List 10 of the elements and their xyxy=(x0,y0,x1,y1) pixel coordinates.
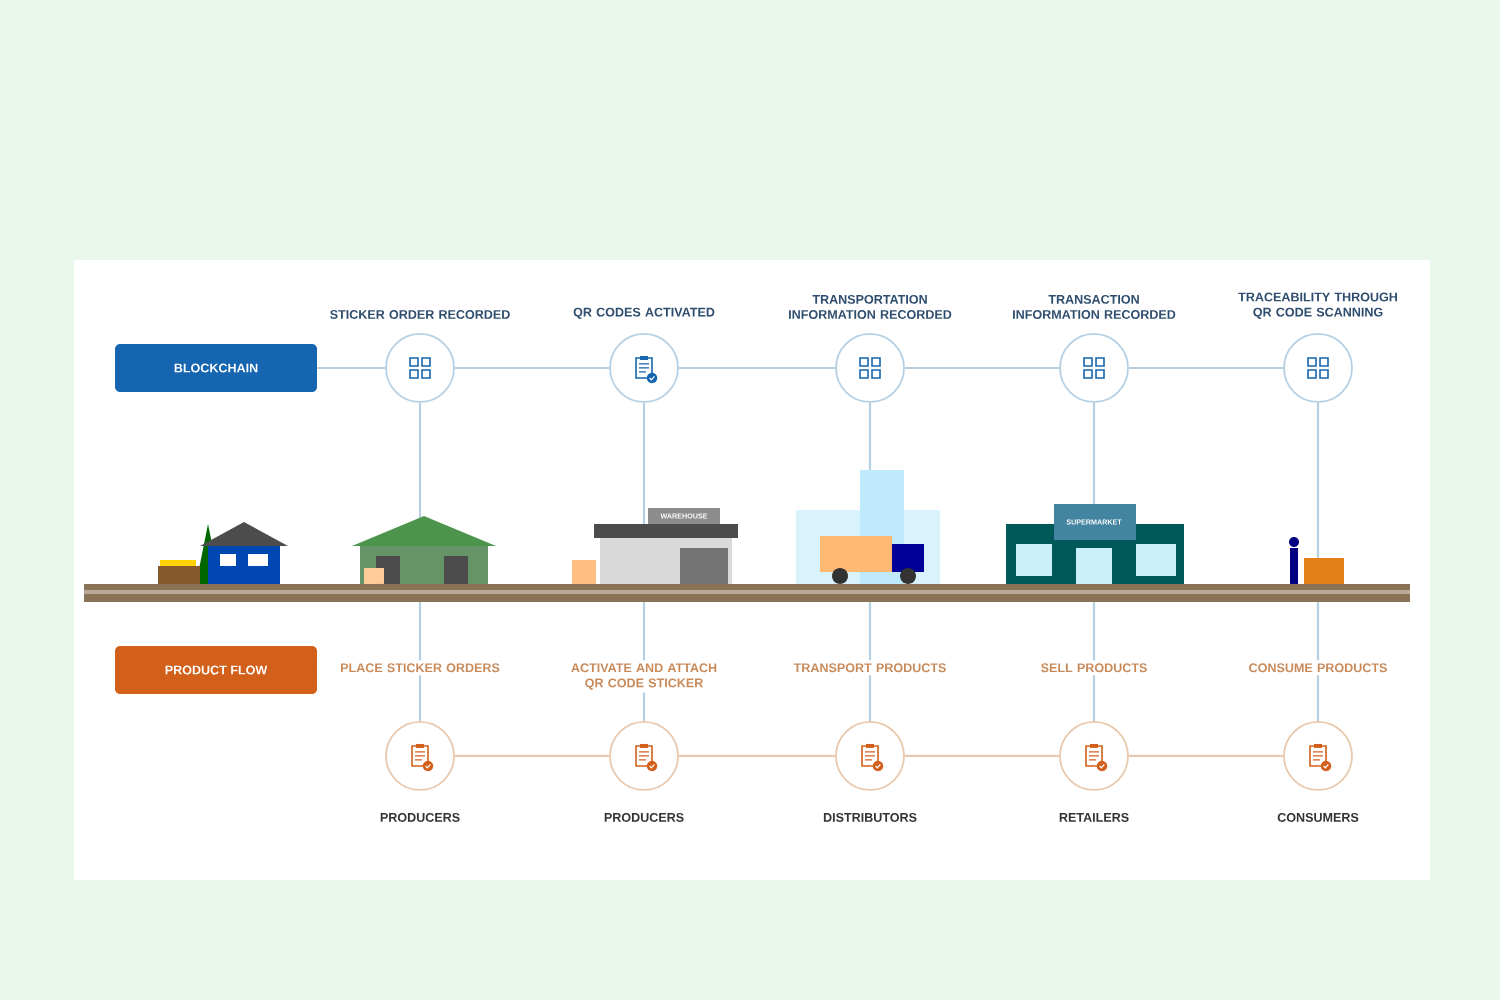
connector-line xyxy=(454,754,610,758)
connector-line xyxy=(1128,366,1284,370)
connector-line xyxy=(1128,754,1284,758)
connector-line xyxy=(678,754,836,758)
connector-line xyxy=(454,366,610,370)
connector-line xyxy=(1316,402,1320,722)
connector-line xyxy=(904,754,1060,758)
connector-line xyxy=(317,366,386,370)
connector-line xyxy=(678,366,836,370)
connector-line xyxy=(904,366,1060,370)
